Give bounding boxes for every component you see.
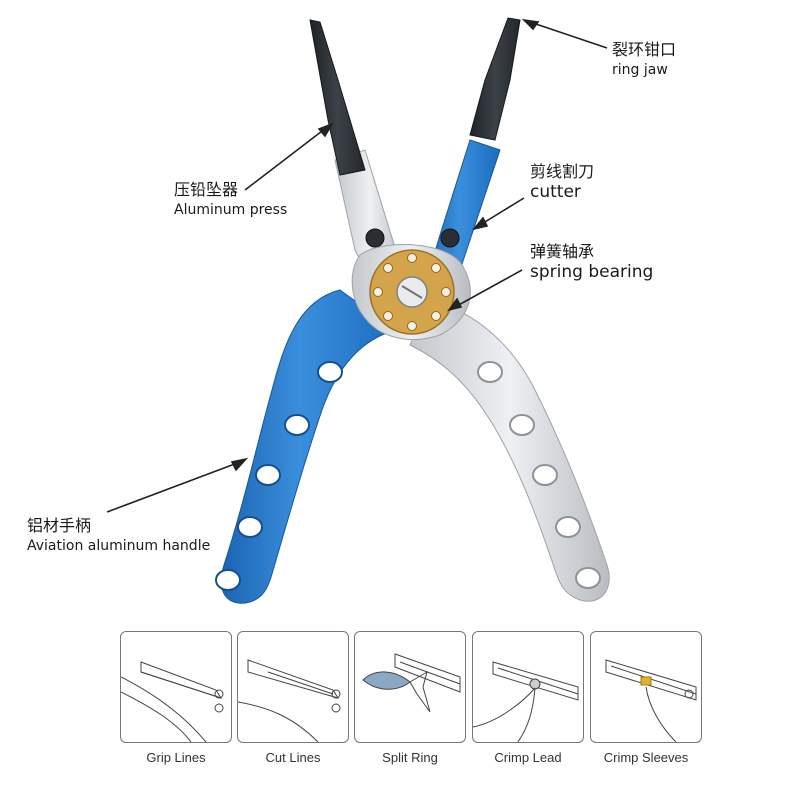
pliers-illustration	[106, 17, 610, 604]
label-press-zh: 压铅坠器	[174, 180, 239, 199]
label-press-en: Aluminum press	[174, 202, 288, 218]
bearing-holes	[373, 253, 451, 331]
usage-panel-crimp-lead	[472, 631, 584, 743]
label-ring-jaw-zh: 裂环钳口	[612, 40, 677, 59]
usage-panel-crimp-sleeves	[590, 631, 702, 743]
pointer-arrows	[106, 18, 608, 513]
usage-panel-cut-lines	[237, 631, 349, 743]
label-ring-jaw: 裂环钳口 ring jaw	[612, 40, 676, 80]
right-jaw-screw	[440, 228, 460, 248]
usage-caption-crimp-sleeves: Crimp Sleeves	[603, 750, 689, 765]
usage-panel-split-ring	[354, 631, 466, 743]
label-handle: 铝材手柄 Aviation aluminum handle	[27, 516, 210, 556]
label-ring-jaw-en: ring jaw	[612, 62, 668, 78]
grip-lines-sketch	[121, 661, 224, 742]
label-handle-en: Aviation aluminum handle	[27, 538, 211, 554]
crimp-lead-sketch	[473, 661, 579, 742]
blue-handle	[220, 289, 397, 604]
silver-handle-holes	[477, 361, 601, 589]
label-bearing-en: spring bearing	[530, 262, 654, 282]
cut-lines-sketch	[238, 659, 341, 742]
left-jaw-screw	[365, 228, 385, 248]
silver-handle	[409, 299, 610, 602]
usage-caption-crimp-lead: Crimp Lead	[494, 750, 562, 765]
usage-caption-cut-lines: Cut Lines	[265, 750, 321, 765]
crimp-sleeves-sketch	[605, 659, 697, 742]
label-bearing-zh: 弹簧轴承	[530, 242, 595, 261]
label-cutter-en: cutter	[530, 182, 581, 202]
usage-caption-split-ring: Split Ring	[382, 750, 438, 765]
label-aluminum-press: 压铅坠器 Aluminum press	[174, 180, 287, 220]
right-jaw-tip	[469, 17, 521, 141]
left-jaw-tip	[309, 19, 366, 176]
label-handle-zh: 铝材手柄	[27, 516, 92, 535]
label-spring-bearing: 弹簧轴承 spring bearing	[530, 242, 653, 282]
usage-panel-grip-lines	[120, 631, 232, 743]
label-cutter: 剪线割刀 cutter	[530, 162, 594, 202]
label-cutter-zh: 剪线割刀	[530, 162, 595, 181]
blue-handle-holes	[215, 361, 343, 591]
split-ring-sketch	[362, 653, 461, 713]
usage-caption-grip-lines: Grip Lines	[146, 750, 206, 765]
